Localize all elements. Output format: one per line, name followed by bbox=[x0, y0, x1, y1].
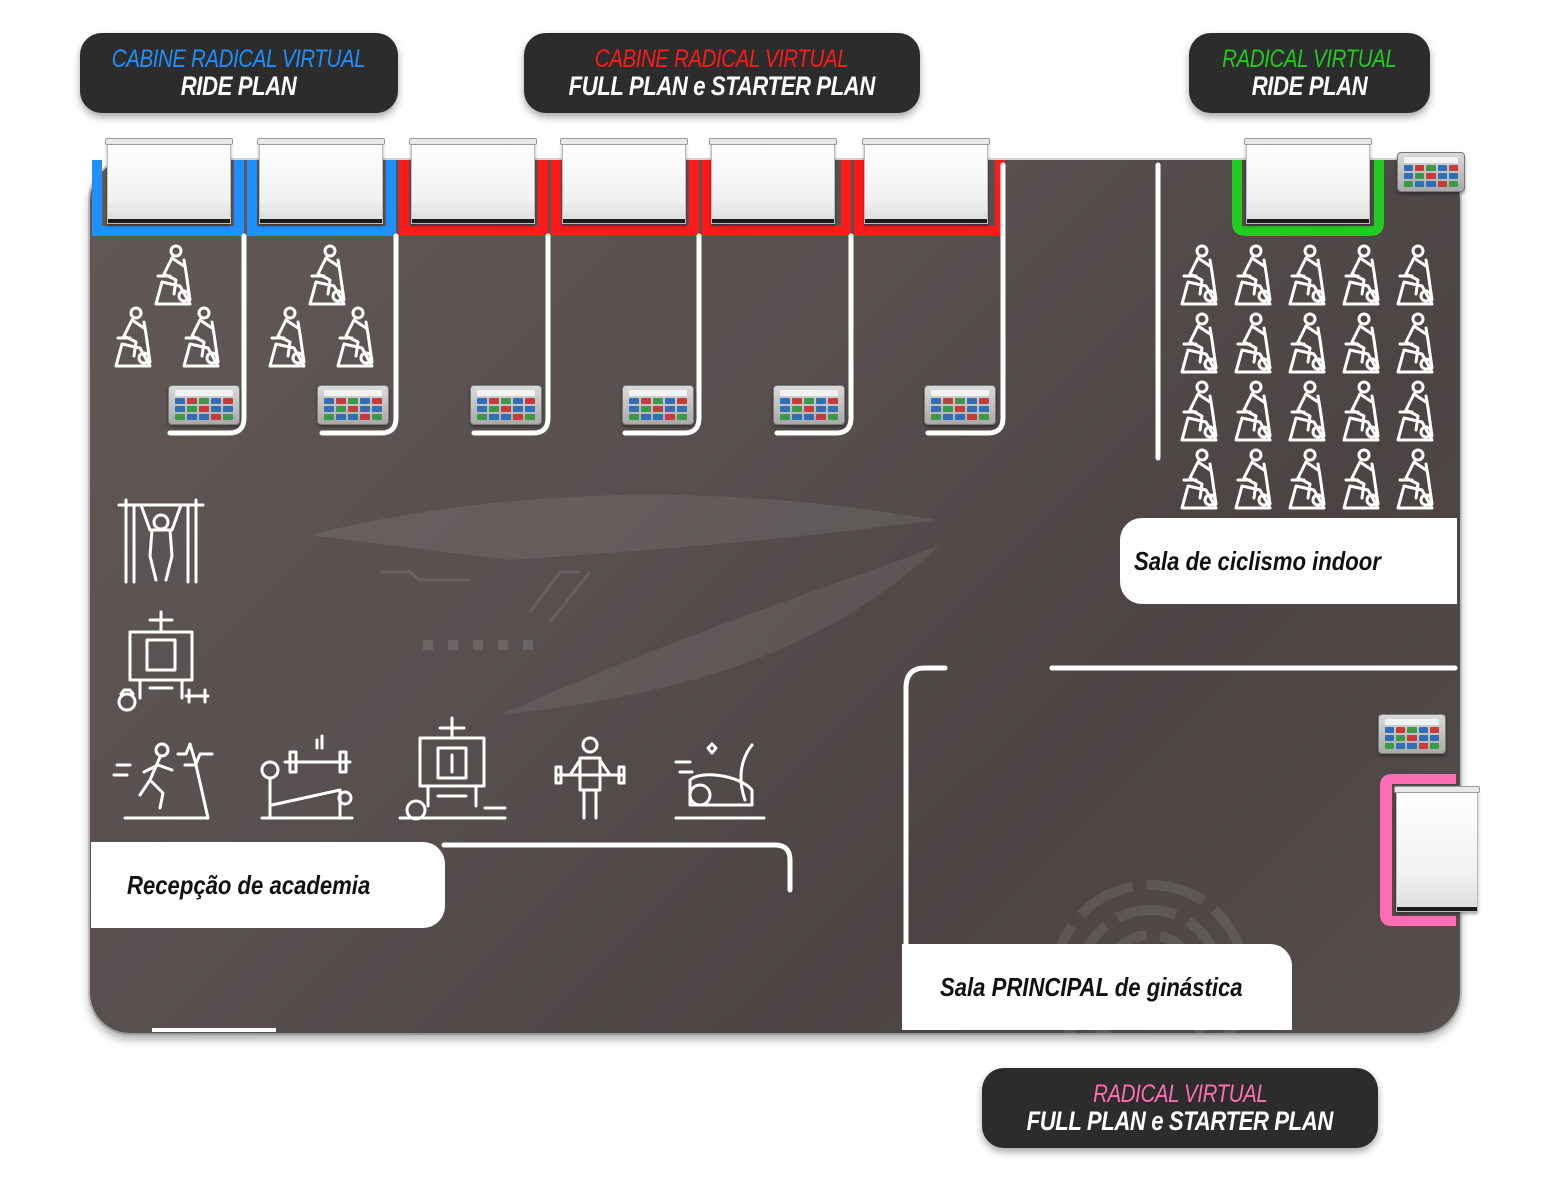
wall-cabin-2 bbox=[319, 233, 399, 436]
stationary-bike-icon bbox=[1288, 244, 1326, 306]
cabins-group bbox=[92, 160, 1456, 926]
cabin-bikes-group bbox=[114, 244, 374, 368]
stationary-bike-icon bbox=[1288, 448, 1326, 510]
walls-group bbox=[167, 162, 1458, 948]
cycling-bikes-group bbox=[1180, 244, 1434, 510]
stationary-bike-icon bbox=[1234, 380, 1272, 442]
stationary-bike-icon bbox=[182, 306, 220, 368]
stationary-bike-icon bbox=[114, 306, 152, 368]
stationary-bike-icon bbox=[308, 244, 346, 306]
stationary-bike-icon bbox=[154, 244, 192, 306]
projection-screen-icon bbox=[257, 138, 385, 224]
badge-red-cabin: CABINE RADICAL VIRTUAL FULL PLAN e START… bbox=[524, 33, 920, 113]
room-label-cycling: Sala de ciclismo indoor bbox=[1120, 518, 1457, 604]
stationary-bike-icon bbox=[1234, 312, 1272, 374]
tablet-icon bbox=[924, 385, 996, 425]
bench-press-icon bbox=[260, 734, 354, 820]
badge-green-room: RADICAL VIRTUAL RIDE PLAN bbox=[1189, 33, 1430, 113]
badge-blue-line2: RIDE PLAN bbox=[181, 70, 297, 101]
stationary-bike-icon bbox=[1180, 380, 1218, 442]
tablet-icon bbox=[317, 385, 389, 425]
wall-cabin-6 bbox=[925, 162, 1006, 436]
badge-green-line1: RADICAL VIRTUAL bbox=[1222, 44, 1397, 73]
multi-station-icon bbox=[398, 716, 507, 821]
projection-screen-icon bbox=[560, 138, 688, 224]
tablet-icon bbox=[470, 385, 542, 425]
badge-pink-room: RADICAL VIRTUAL FULL PLAN e STARTER PLAN bbox=[982, 1068, 1378, 1148]
stationary-bike-icon bbox=[336, 306, 374, 368]
projection-screen-icon bbox=[709, 138, 837, 224]
background-logo bbox=[310, 494, 1250, 1033]
cable-machine-icon bbox=[117, 610, 210, 712]
exercise-bike-icon bbox=[674, 742, 766, 820]
pull-up-station-icon bbox=[117, 498, 205, 584]
badge-pink-line2: FULL PLAN e STARTER PLAN bbox=[1026, 1105, 1334, 1136]
cycling-room-bracket bbox=[1232, 160, 1384, 236]
wall-cabin-3 bbox=[471, 233, 551, 436]
weightlifter-icon bbox=[554, 736, 626, 820]
badge-pink-line1: RADICAL VIRTUAL bbox=[1092, 1079, 1268, 1108]
projection-screen-icon bbox=[862, 138, 990, 224]
treadmill-icon bbox=[112, 742, 214, 820]
stationary-bike-icon bbox=[1288, 312, 1326, 374]
entrance-marker bbox=[152, 1028, 276, 1032]
projection-screen-icon bbox=[1394, 786, 1480, 912]
wall-reception bbox=[441, 842, 793, 893]
wall-cabin-1 bbox=[167, 233, 247, 436]
wall-cabin-5 bbox=[774, 233, 854, 436]
badge-red-line2: FULL PLAN e STARTER PLAN bbox=[568, 70, 876, 101]
badge-blue-line1: CABINE RADICAL VIRTUAL bbox=[112, 44, 366, 73]
stationary-bike-icon bbox=[1342, 312, 1380, 374]
room-label-reception: Recepção de academia bbox=[91, 842, 445, 928]
stationary-bike-icon bbox=[1342, 244, 1380, 306]
tablet-icon bbox=[168, 385, 240, 425]
stationary-bike-icon bbox=[1342, 380, 1380, 442]
cabin-6-bracket bbox=[854, 160, 1005, 236]
room-label-cycling-text: Sala de ciclismo indoor bbox=[1134, 545, 1381, 576]
stationary-bike-icon bbox=[1396, 448, 1434, 510]
stationary-bike-icon bbox=[268, 306, 306, 368]
stationary-bike-icon bbox=[1234, 244, 1272, 306]
stationary-bike-icon bbox=[1180, 244, 1218, 306]
room-label-main-text: Sala PRINCIPAL de ginástica bbox=[940, 971, 1243, 1002]
stationary-bike-icon bbox=[1234, 448, 1272, 510]
cabin-4-bracket bbox=[551, 160, 699, 236]
equipment-group bbox=[112, 498, 766, 821]
room-label-reception-text: Recepção de academia bbox=[127, 869, 371, 900]
tablet-icon bbox=[1397, 152, 1465, 192]
cabin-5-bracket bbox=[702, 160, 851, 236]
tablet-icon bbox=[622, 385, 694, 425]
tablet-icon bbox=[1378, 714, 1446, 754]
cabin-1-bracket bbox=[92, 160, 244, 236]
badge-green-line2: RIDE PLAN bbox=[1251, 70, 1368, 101]
main-room-bracket bbox=[1380, 774, 1456, 926]
badge-blue-cabin: CABINE RADICAL VIRTUAL RIDE PLAN bbox=[80, 33, 398, 113]
tablet-icon bbox=[773, 385, 845, 425]
projection-screen-icon bbox=[105, 138, 233, 224]
room-label-main: Sala PRINCIPAL de ginástica bbox=[902, 944, 1292, 1030]
projection-screen-icon bbox=[1244, 138, 1372, 224]
stationary-bike-icon bbox=[1396, 312, 1434, 374]
stationary-bike-icon bbox=[1180, 312, 1218, 374]
wall-main-top-left bbox=[903, 665, 948, 948]
cabin-3-bracket bbox=[399, 160, 548, 236]
wall-cabin-4 bbox=[622, 233, 702, 436]
projection-screen-icon bbox=[409, 138, 537, 224]
stationary-bike-icon bbox=[1396, 244, 1434, 306]
stationary-bike-icon bbox=[1396, 380, 1434, 442]
stationary-bike-icon bbox=[1342, 448, 1380, 510]
stationary-bike-icon bbox=[1180, 448, 1218, 510]
badge-red-line1: CABINE RADICAL VIRTUAL bbox=[595, 44, 849, 73]
cabin-2-bracket bbox=[247, 160, 396, 236]
stationary-bike-icon bbox=[1288, 380, 1326, 442]
